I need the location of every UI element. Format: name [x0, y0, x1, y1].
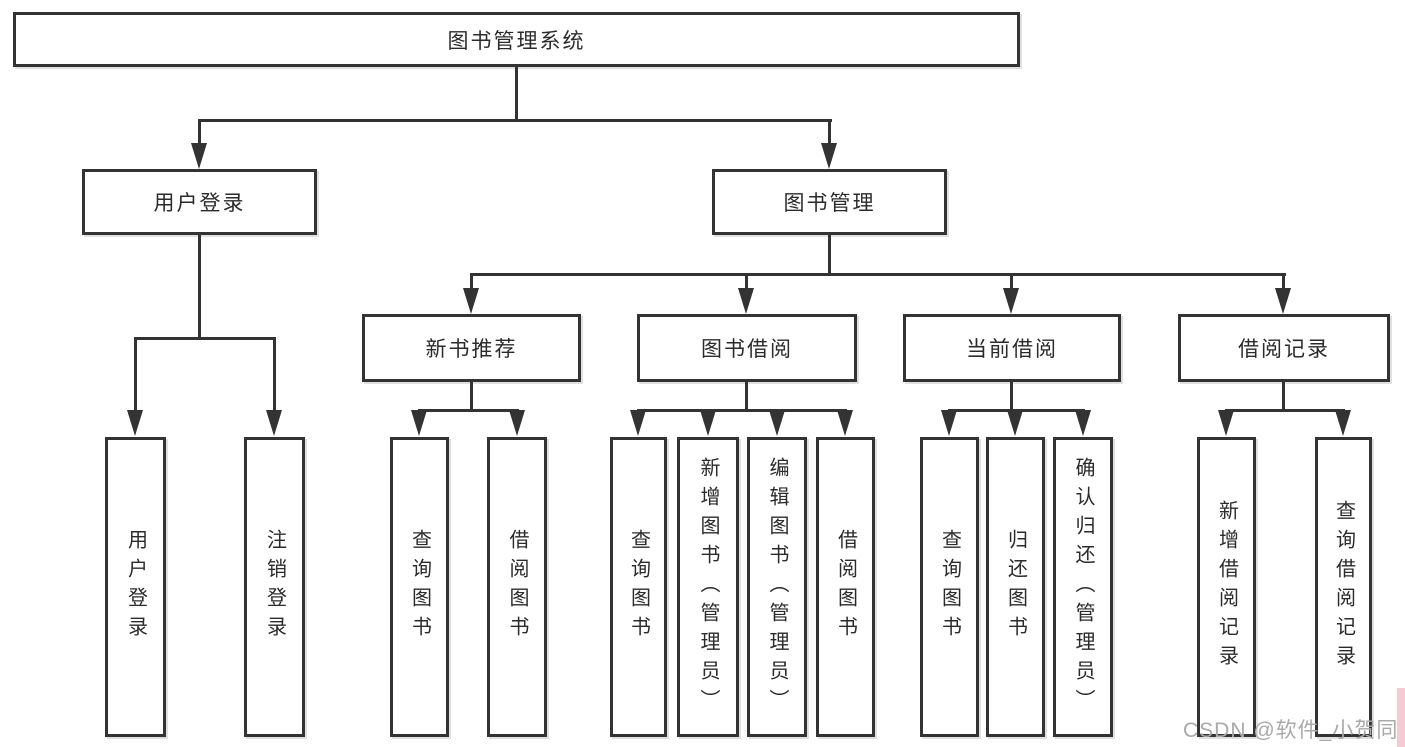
right-edge-tint: [1397, 688, 1405, 747]
node-leaf-nb-query-books: 查询图书: [390, 437, 449, 737]
connector-line: [273, 337, 276, 414]
node-leaf-cb-return-books: 归还图书: [986, 437, 1045, 737]
node-book-management: 图书管理: [712, 169, 947, 235]
leaf-label: 确认归还（管理员）: [1072, 456, 1094, 718]
node-current-borrowing: 当前借阅: [903, 314, 1121, 382]
connector-line: [198, 235, 201, 340]
connector-line: [1225, 409, 1345, 412]
node-leaf-cb-confirm-return: 确认归还（管理员）: [1053, 437, 1113, 737]
arrow-down-icon: [738, 288, 754, 314]
connector-line: [1010, 273, 1013, 291]
leaf-label: 查询图书: [938, 529, 961, 645]
node-new-book-recommend: 新书推荐: [362, 314, 581, 382]
connector-line: [828, 119, 831, 147]
node-book-borrowing: 图书借阅: [637, 314, 857, 382]
arrow-down-icon: [191, 143, 207, 169]
connector-line: [470, 273, 1286, 276]
csdn-watermark: CSDN @软件_小贺同学: [1183, 719, 1405, 742]
connector-line: [745, 382, 748, 412]
node-leaf-bb-borrow-books: 借阅图书: [816, 437, 875, 737]
arrow-down-icon: [1335, 410, 1351, 436]
connector-line: [470, 382, 473, 412]
connector-line: [134, 337, 137, 414]
node-leaf-bb-edit-books: 编辑图书（管理员）: [747, 437, 807, 737]
node-leaf-nb-borrow-books: 借阅图书: [487, 437, 547, 737]
arrow-down-icon: [509, 410, 525, 436]
connector-line: [470, 273, 473, 291]
connector-line: [198, 119, 201, 147]
leaf-label: 借阅图书: [834, 529, 857, 645]
node-leaf-logout: 注销登录: [244, 437, 305, 737]
leaf-label: 借阅图书: [506, 529, 528, 645]
arrow-down-icon: [941, 410, 957, 436]
connector-line: [198, 119, 832, 122]
arrow-down-icon: [266, 410, 282, 436]
leaf-label: 编辑图书（管理员）: [766, 456, 788, 718]
arrow-down-icon: [1003, 288, 1019, 314]
connector-line: [637, 409, 847, 412]
arrow-down-icon: [837, 410, 853, 436]
connector-line: [1010, 382, 1013, 412]
leaf-label: 用户登录: [124, 529, 147, 645]
arrow-down-icon: [463, 288, 479, 314]
arrow-down-icon: [1275, 288, 1291, 314]
connector-line: [418, 409, 519, 412]
node-leaf-cb-query-books: 查询图书: [920, 437, 979, 737]
node-user-login: 用户登录: [82, 169, 317, 235]
node-leaf-br-add-record: 新增借阅记录: [1197, 437, 1256, 737]
arrow-down-icon: [1075, 410, 1091, 436]
connector-line: [828, 235, 831, 276]
connector-line: [1282, 382, 1285, 412]
connector-line: [134, 337, 276, 340]
arrow-down-icon: [630, 410, 646, 436]
leaf-label: 注销登录: [263, 529, 286, 645]
connector-line: [1282, 273, 1285, 291]
leaf-label: 查询图书: [408, 529, 431, 645]
node-leaf-br-query-record: 查询借阅记录: [1315, 437, 1372, 737]
arrow-down-icon: [411, 410, 427, 436]
connector-line: [745, 273, 748, 291]
arrow-down-icon: [769, 410, 785, 436]
node-root: 图书管理系统: [13, 12, 1020, 67]
leaf-label: 新增借阅记录: [1215, 500, 1238, 674]
leaf-label: 归还图书: [1004, 529, 1027, 645]
arrow-down-icon: [1007, 410, 1023, 436]
arrow-down-icon: [127, 410, 143, 436]
arrow-down-icon: [821, 143, 837, 169]
leaf-label: 查询图书: [627, 529, 650, 645]
arrow-down-icon: [1218, 410, 1234, 436]
connector-line: [515, 67, 518, 122]
node-leaf-bb-add-books: 新增图书（管理员）: [677, 437, 739, 737]
leaf-label: 查询借阅记录: [1332, 500, 1355, 674]
node-borrowing-records: 借阅记录: [1178, 314, 1390, 382]
leaf-label: 新增图书（管理员）: [697, 456, 719, 718]
node-leaf-bb-query-books: 查询图书: [610, 437, 667, 737]
node-leaf-user-login: 用户登录: [105, 437, 166, 737]
arrow-down-icon: [700, 410, 716, 436]
